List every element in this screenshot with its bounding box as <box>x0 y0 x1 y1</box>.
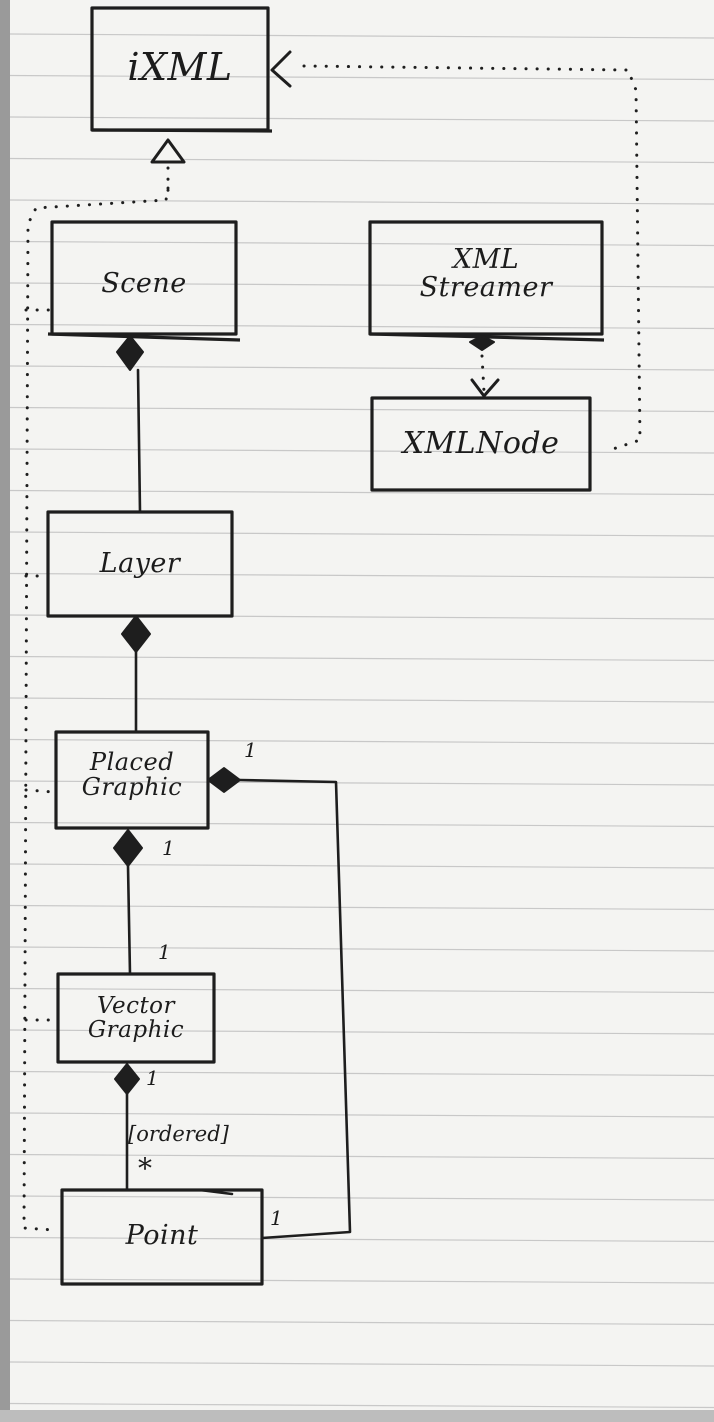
ruled-line <box>9 572 714 579</box>
scene-class-box <box>50 220 238 336</box>
scene-class-name: Scene <box>101 268 187 299</box>
ruled-line <box>9 738 714 745</box>
ordered-constraint: [ordered] <box>128 1122 229 1146</box>
ruled-line <box>9 116 714 122</box>
ruled-line <box>9 489 714 496</box>
scene-underline <box>47 332 241 342</box>
ruled-line <box>9 780 714 786</box>
ruled-line <box>9 199 714 205</box>
ruled-line <box>9 821 714 828</box>
ruled-line <box>9 1195 714 1201</box>
placed-graphic-composition-diamond <box>113 829 143 867</box>
vector-graphic-class-box <box>56 972 216 1064</box>
scene-composition-diamond <box>116 335 144 371</box>
layer-class-name: Layer <box>99 548 181 579</box>
notebook-binding <box>0 0 10 1422</box>
layer-composition-diamond <box>121 615 151 653</box>
placed-vector-graphic-link <box>126 864 132 976</box>
ruled-line <box>9 697 714 703</box>
xml-streamer-underline <box>369 332 605 342</box>
ruled-line <box>9 1361 714 1367</box>
scene-layer-link <box>136 368 142 514</box>
self-association-multiplicity: 1 <box>244 738 257 762</box>
ruled-line <box>9 987 714 994</box>
vector-graphic-top-multiplicity: 1 <box>158 940 171 964</box>
xml-streamer-class-box <box>368 220 604 336</box>
ruled-line <box>9 655 714 662</box>
ruled-line <box>9 33 714 39</box>
ruled-line <box>9 531 714 537</box>
ixml-underline <box>91 128 273 133</box>
ruled-line <box>9 1029 714 1035</box>
point-top-stroke <box>198 1188 234 1196</box>
vector-graphic-class-name: Vector Graphic <box>87 993 185 1044</box>
xml-node-class-box <box>370 396 592 492</box>
ixml-dependency-arrowhead <box>270 50 292 88</box>
vector-graphic-bottom-multiplicity: 1 <box>146 1066 159 1090</box>
placed-graphic-class-name: Placed Graphic <box>81 748 183 802</box>
page-bottom-edge <box>0 1410 714 1422</box>
ixml-class-name: iXML <box>127 45 233 89</box>
point-placed-graphic-link <box>238 778 352 1240</box>
ruled-line <box>9 323 714 330</box>
placed-graphic-dependency-tick <box>24 788 56 794</box>
placed-graphic-bottom-multiplicity: 1 <box>162 836 175 860</box>
ruled-line <box>9 1402 714 1409</box>
ruled-line <box>9 240 714 247</box>
paper-sheet <box>8 0 714 1412</box>
inheritance-triangle <box>150 138 186 164</box>
ixml-dependency-spine <box>22 186 170 1232</box>
point-class-name: Point <box>125 1220 199 1251</box>
xml-node-ixml-dependency <box>302 64 642 452</box>
ruled-line <box>9 74 714 81</box>
xml-streamer-class-name: XML Streamer <box>419 244 553 304</box>
point-many-multiplicity: * <box>138 1152 152 1185</box>
ruled-line <box>9 904 714 911</box>
xml-streamer-small-diamond <box>469 335 495 351</box>
ruled-lines <box>9 33 714 1409</box>
ruled-line <box>9 406 714 413</box>
ruled-line <box>9 448 714 454</box>
ruled-line <box>9 946 714 952</box>
ruled-line <box>9 1319 714 1326</box>
ruled-line <box>9 1236 714 1243</box>
point-right-multiplicity: 1 <box>270 1206 283 1230</box>
xml-node-class-name: XMLNode <box>402 426 560 461</box>
vector-graphic-composition-diamond <box>114 1063 140 1095</box>
placed-graphic-self-diamond <box>207 767 241 793</box>
ruled-line <box>9 157 714 164</box>
ruled-line <box>9 282 714 288</box>
streamer-node-arrowhead <box>470 378 500 398</box>
ruled-line <box>9 1278 714 1284</box>
